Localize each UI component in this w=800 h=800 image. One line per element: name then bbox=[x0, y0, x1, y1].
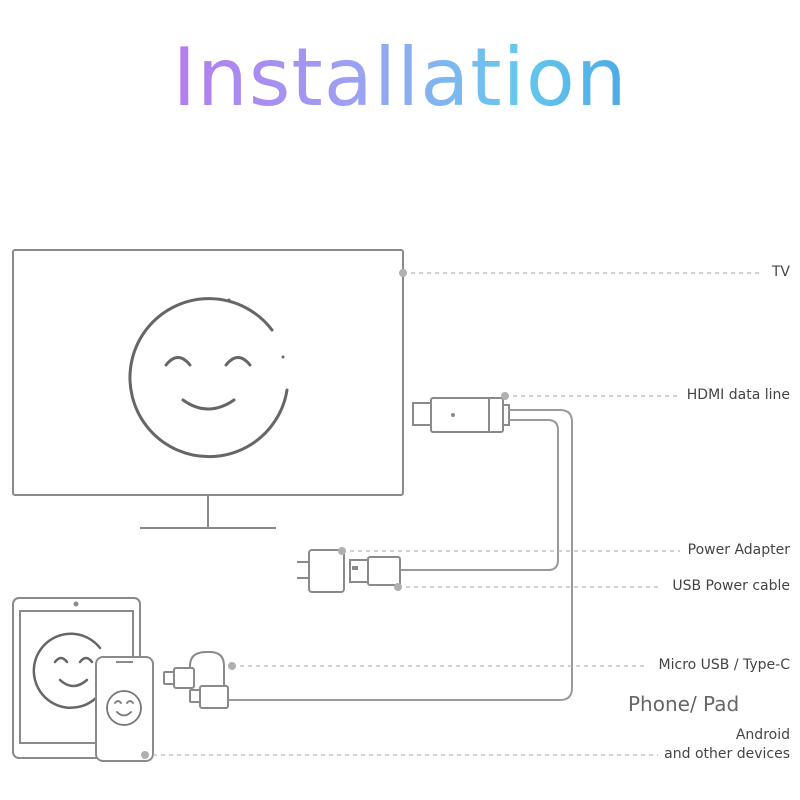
page-title: Installation bbox=[0, 28, 800, 128]
label-phone-pad: Phone/ Pad bbox=[628, 692, 740, 716]
hdmi-cable-outer bbox=[228, 409, 573, 701]
cables bbox=[228, 409, 573, 701]
tv-smiley-icon bbox=[128, 297, 289, 459]
label-usb-power-cable: USB Power cable bbox=[672, 578, 790, 594]
tv-illustration bbox=[12, 249, 404, 529]
micro-usb-typec-adapter bbox=[163, 651, 229, 709]
label-micro-usb-typec: Micro USB / Type-C bbox=[658, 657, 790, 673]
power-adapter bbox=[297, 549, 345, 593]
label-other-devices: and other devices bbox=[664, 746, 790, 762]
leader-dots bbox=[141, 269, 509, 759]
usb-plug bbox=[349, 556, 401, 586]
label-hdmi-data-line: HDMI data line bbox=[686, 387, 790, 403]
hdmi-connector bbox=[412, 397, 510, 433]
phone-illustration bbox=[95, 656, 154, 762]
hdmi-cable-inner bbox=[400, 419, 559, 571]
leader-lines bbox=[145, 272, 762, 756]
tv-screen bbox=[12, 249, 404, 496]
label-tv: TV bbox=[771, 264, 790, 280]
tablet-smiley-icon bbox=[32, 632, 107, 710]
phone-smiley-icon bbox=[106, 690, 142, 726]
label-android: Android bbox=[735, 727, 790, 743]
label-power-adapter: Power Adapter bbox=[687, 542, 790, 558]
